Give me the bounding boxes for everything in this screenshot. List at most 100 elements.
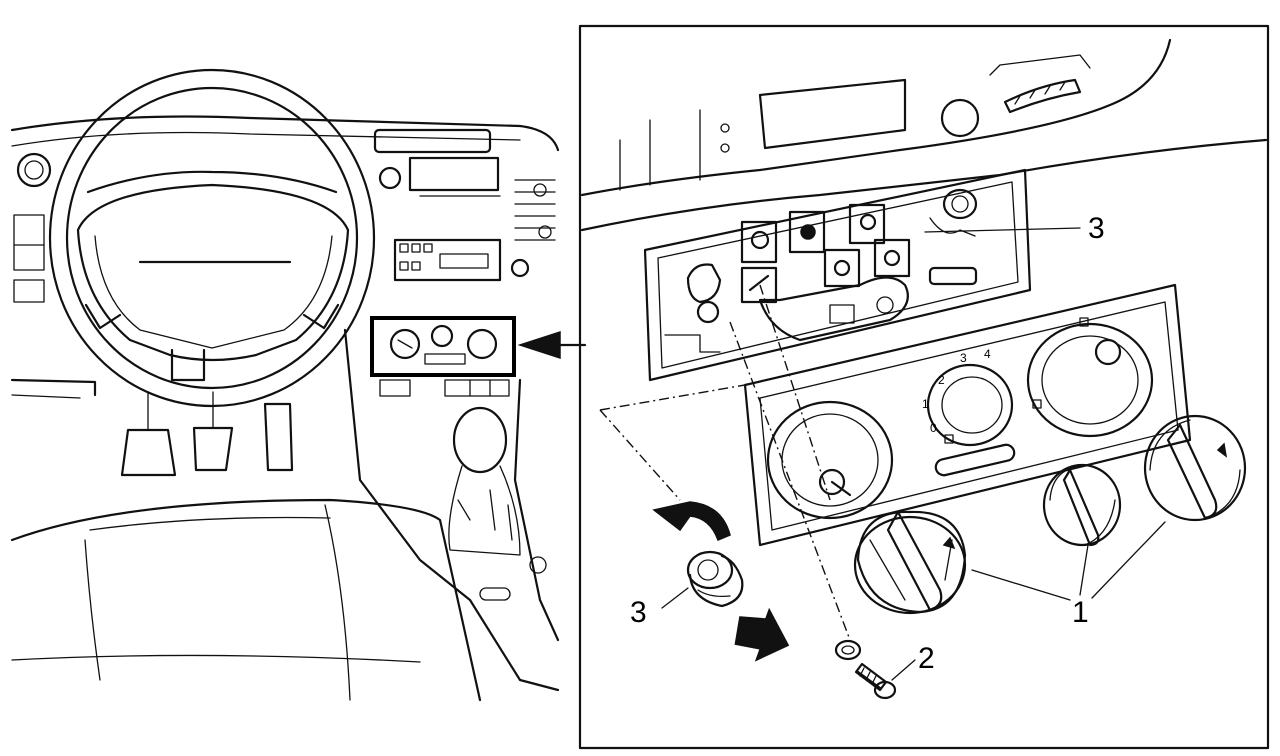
control-housing-recess: [643, 168, 1032, 382]
radio-cassette-slot: [439, 253, 489, 269]
left-knob-opening: [766, 400, 894, 520]
harness-plug-clip: [876, 296, 894, 314]
seat-cushion-outline: [10, 498, 482, 702]
climate-panel-highlight: [370, 316, 516, 377]
dashboard-overview: [10, 68, 587, 702]
seat-seam-front: [11, 654, 421, 663]
right-control-knob-icon: [1143, 414, 1247, 522]
indicator-dot-2: [720, 143, 730, 153]
airbag-inner-edge: [94, 235, 333, 349]
mini-knob-left-icon: [389, 328, 421, 360]
climate-faceplate: [743, 283, 1192, 547]
lower-dash-trim: [11, 394, 81, 399]
leader-line-screw: [891, 659, 916, 681]
fan-speed-label: 4: [984, 347, 991, 361]
seat-seam-top: [89, 516, 331, 531]
connector-e: [823, 248, 861, 288]
callout-knobs: 1: [1072, 596, 1089, 629]
wiring-harness-plug: [758, 276, 909, 342]
assembly-guide-left: [599, 409, 681, 501]
steering-wheel-rim: [48, 68, 376, 408]
fan-speed-label: 2: [938, 373, 945, 387]
right-knob-opening: [1026, 322, 1154, 438]
dash-texture-lines: [619, 109, 701, 191]
detail-view: 1 2 3 4 0 1: [580, 38, 1268, 700]
removed-lamp-socket-icon: [686, 550, 744, 608]
radio-unit: [393, 238, 502, 282]
left-knob-opening-inner: [781, 413, 879, 507]
floor-symbol-icon: [1032, 399, 1042, 409]
seat-seam-left: [84, 539, 101, 681]
connector-h: [928, 266, 978, 286]
dash-lower-contour: [580, 138, 1268, 232]
control-housing-inner: [657, 181, 1019, 369]
clutch-pedal-icon: [120, 428, 177, 477]
dashboard-top-edge: [10, 115, 560, 152]
lower-switch-a: [379, 379, 411, 397]
housing-bracket: [664, 334, 721, 353]
radio-buttons: [399, 243, 433, 271]
callout-screw: 2: [918, 642, 935, 675]
airbag-hub: [76, 183, 350, 362]
upper-vent-grille-icon: [989, 54, 1091, 114]
callout-plug-left: 3: [630, 596, 647, 629]
dash-upper-contour: [580, 38, 1172, 197]
console-button: [529, 556, 547, 574]
display-screen: [408, 156, 500, 192]
brake-pedal-icon: [192, 426, 234, 472]
connector-d: [873, 238, 911, 278]
mini-button-row: [424, 353, 466, 365]
seat-seam-right: [324, 504, 351, 701]
gear-boot-folds: [457, 489, 513, 541]
steering-wheel-inner-rim: [65, 86, 359, 390]
connector-c: [848, 203, 886, 245]
zoom-pointer-arrow-icon: [517, 330, 561, 360]
left-switch-block: [13, 214, 45, 271]
left-switch-small: [13, 279, 45, 303]
connector-g: [942, 188, 978, 220]
assembly-guide-socket: [759, 284, 831, 501]
leader-line-knob-right: [1091, 521, 1166, 599]
center-console-right-edge: [513, 378, 560, 642]
clock-gauge-icon: [378, 166, 402, 190]
fan-speed-label: 1: [922, 397, 929, 411]
callout-plug-right: 3: [1088, 212, 1105, 245]
lower-dash-left: [10, 378, 97, 397]
faceplate-inner-bezel: [759, 301, 1179, 531]
dashboard-trim-line: [11, 131, 521, 147]
harness-plug-window: [829, 304, 855, 324]
fan-symbol-icon: [944, 434, 954, 444]
lower-switch-b: [444, 379, 510, 397]
detail-view-frame: [578, 24, 1270, 750]
pull-out-arrow-icon: [734, 607, 790, 662]
left-air-vent-icon: [16, 152, 52, 188]
gear-knob-icon: [452, 406, 508, 474]
assembly-guide-screw: [729, 321, 851, 641]
center-vent-grille-icon: [514, 179, 556, 241]
assembly-guide-top: [599, 384, 746, 411]
connector-b: [788, 210, 826, 254]
left-air-vent-inner: [24, 160, 44, 180]
leader-line-knob-middle: [1079, 544, 1089, 596]
leader-line-plug-right: [924, 227, 1081, 233]
wheel-side-spokes: [84, 303, 340, 330]
shaft-spline: [830, 480, 852, 497]
left-control-knob-icon: [853, 510, 967, 615]
connector-f: [740, 266, 778, 304]
defrost-symbol-icon: [1079, 317, 1089, 327]
mini-knob-middle-icon: [430, 324, 454, 348]
screw-icon: [854, 662, 897, 700]
accelerator-pedal-icon: [263, 402, 294, 472]
bulb-socket-lower-icon: [696, 300, 720, 324]
instrument-hood: [373, 128, 492, 154]
bulb-socket-upper: [686, 263, 722, 304]
steering-wheel-top-spoke: [86, 170, 338, 194]
fan-speed-label: 0: [930, 421, 937, 435]
connector-a: [740, 220, 778, 264]
center-console-left-edge: [343, 328, 560, 692]
indicator-dot-1: [720, 123, 730, 133]
gear-boot: [448, 465, 521, 556]
fan-speed-label: 3: [960, 351, 967, 365]
